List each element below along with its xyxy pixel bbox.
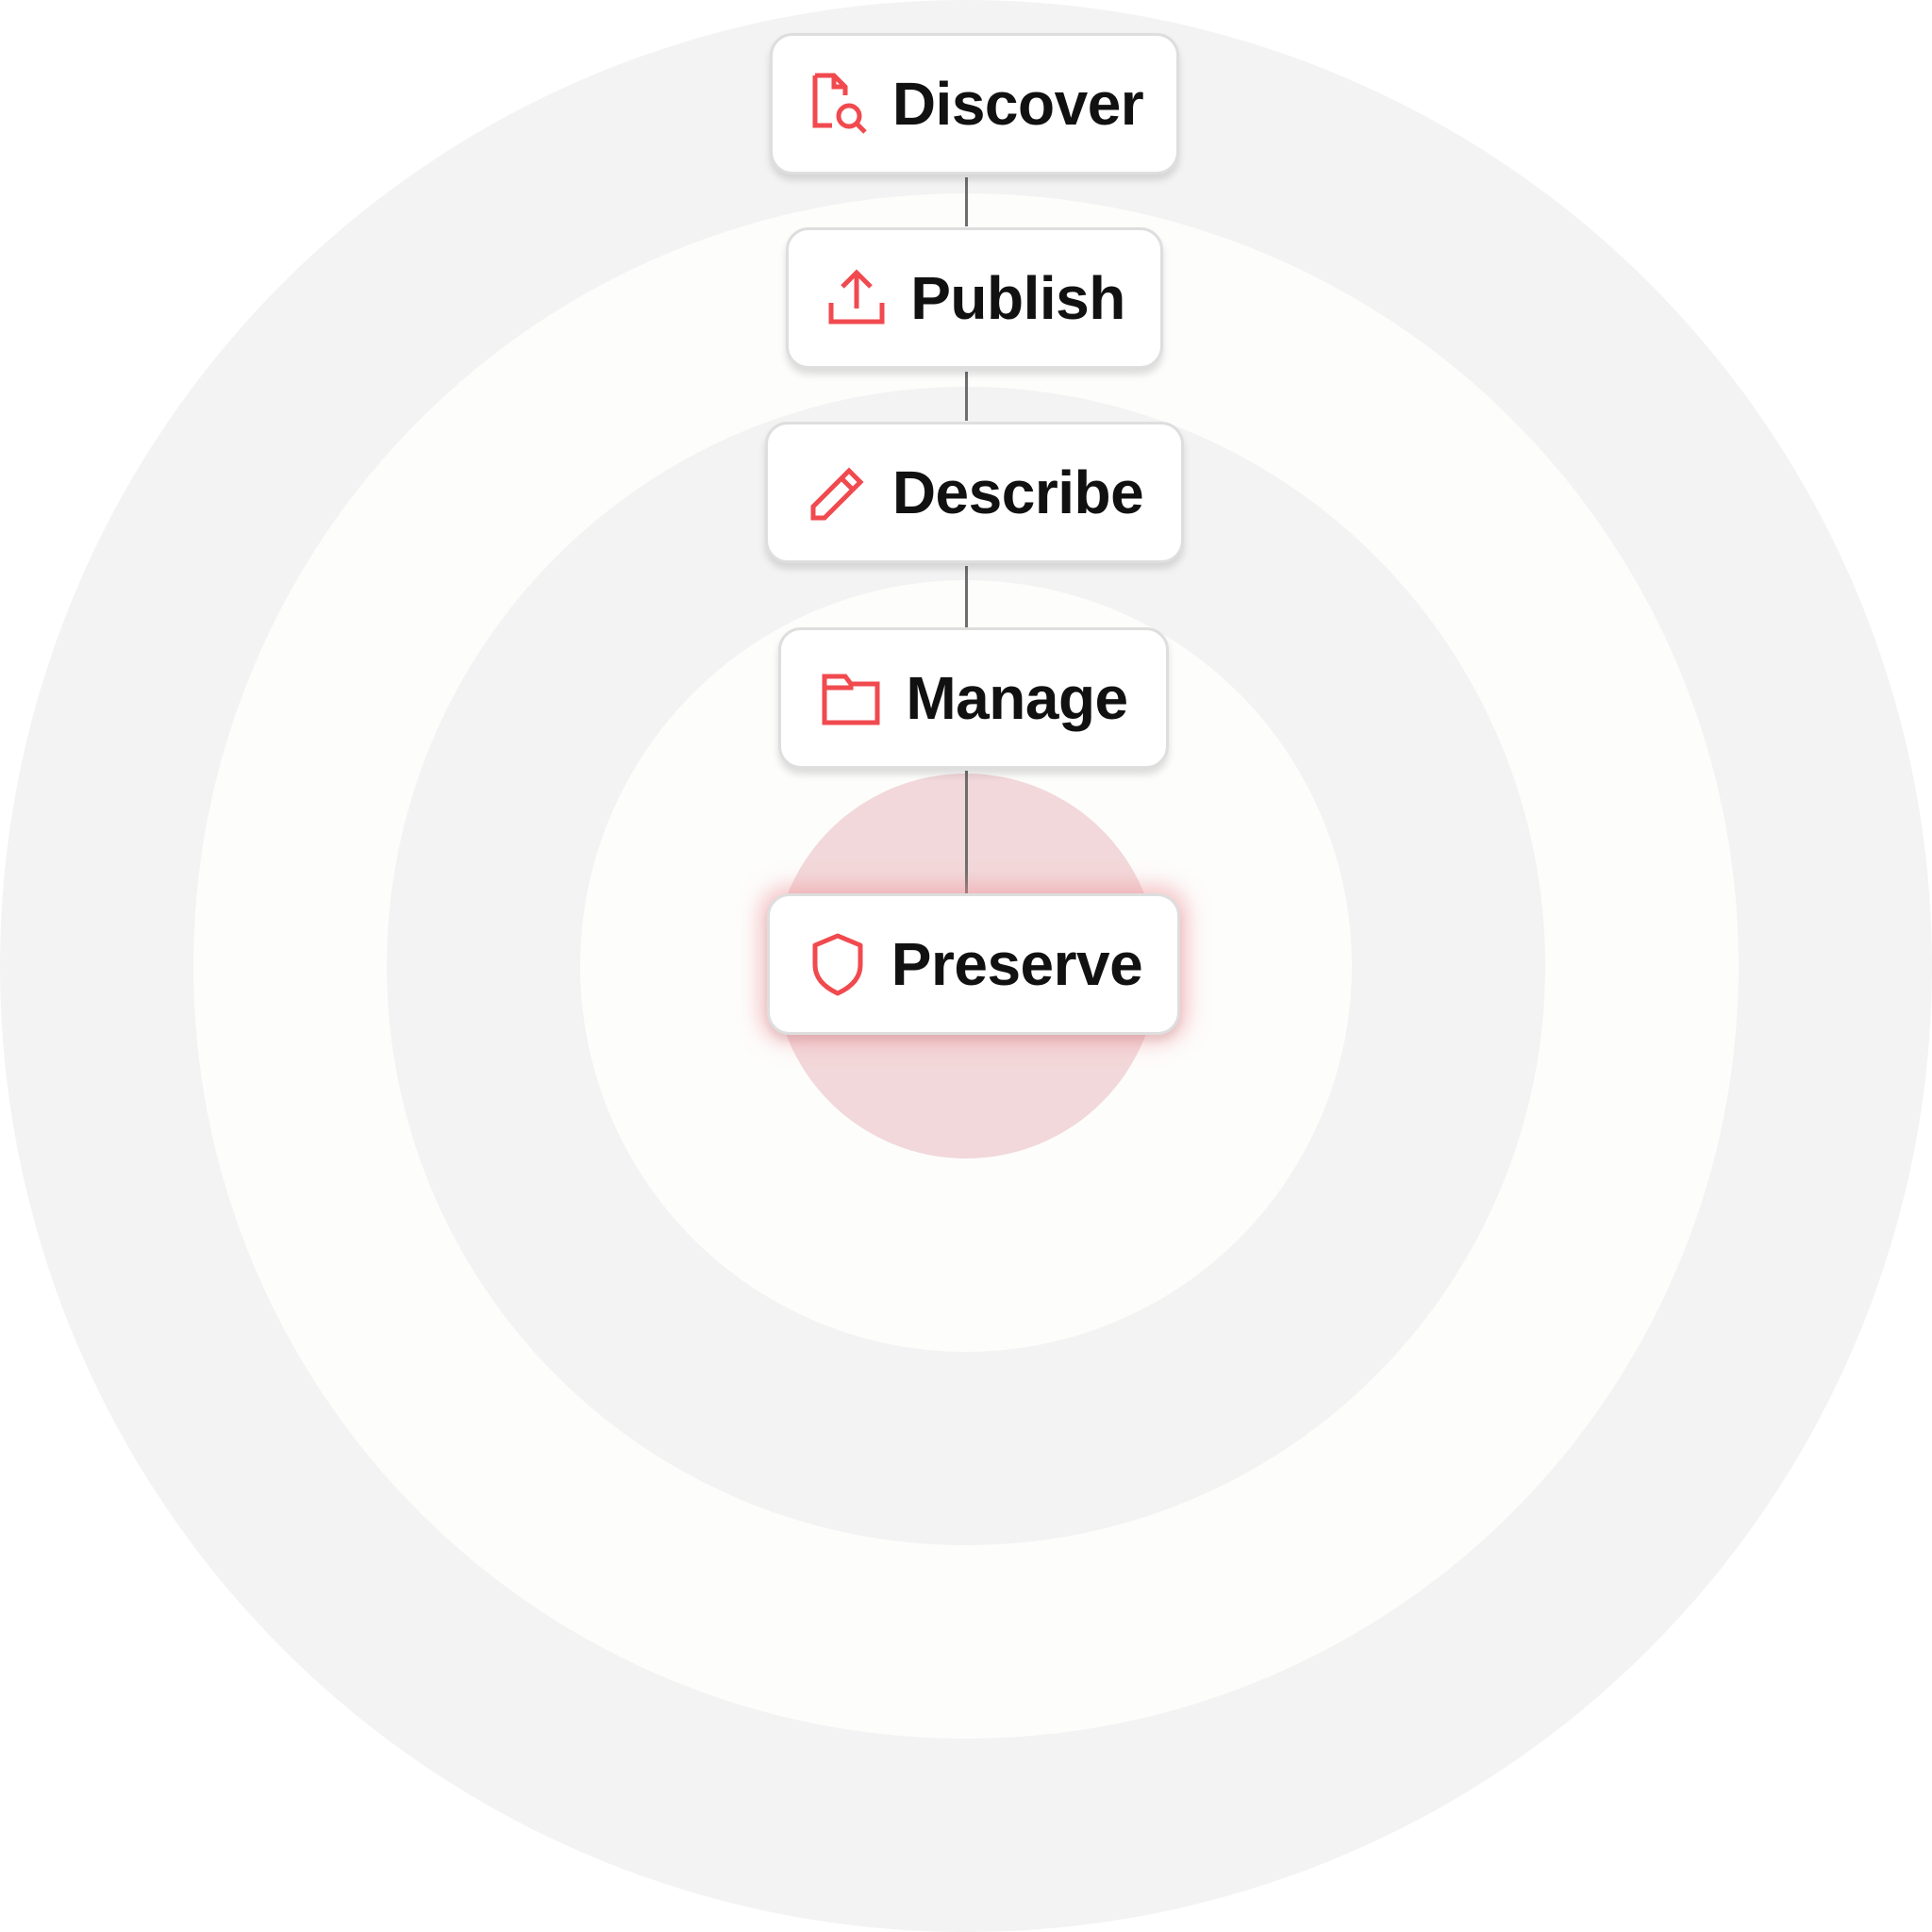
connector-publish-describe (965, 372, 968, 421)
stage-manage[interactable]: Manage (778, 627, 1169, 769)
connector-discover-publish (965, 177, 968, 226)
connector-describe-manage (965, 566, 968, 628)
shield-icon (805, 931, 871, 997)
stage-preserve[interactable]: Preserve (767, 893, 1180, 1035)
stage-describe[interactable]: Describe (765, 422, 1184, 563)
stage-label: Preserve (891, 930, 1143, 998)
connector-manage-preserve (965, 771, 968, 893)
stage-label: Publish (910, 264, 1125, 332)
stage-publish[interactable]: Publish (786, 227, 1163, 369)
upload-icon (824, 265, 890, 331)
pencil-icon (806, 459, 872, 525)
folder-icon (819, 665, 885, 731)
stage-discover[interactable]: Discover (770, 33, 1179, 175)
stage-label: Manage (906, 664, 1128, 732)
document-search-icon (806, 71, 872, 137)
stage-label: Describe (891, 458, 1144, 526)
stage-label: Discover (891, 70, 1144, 138)
